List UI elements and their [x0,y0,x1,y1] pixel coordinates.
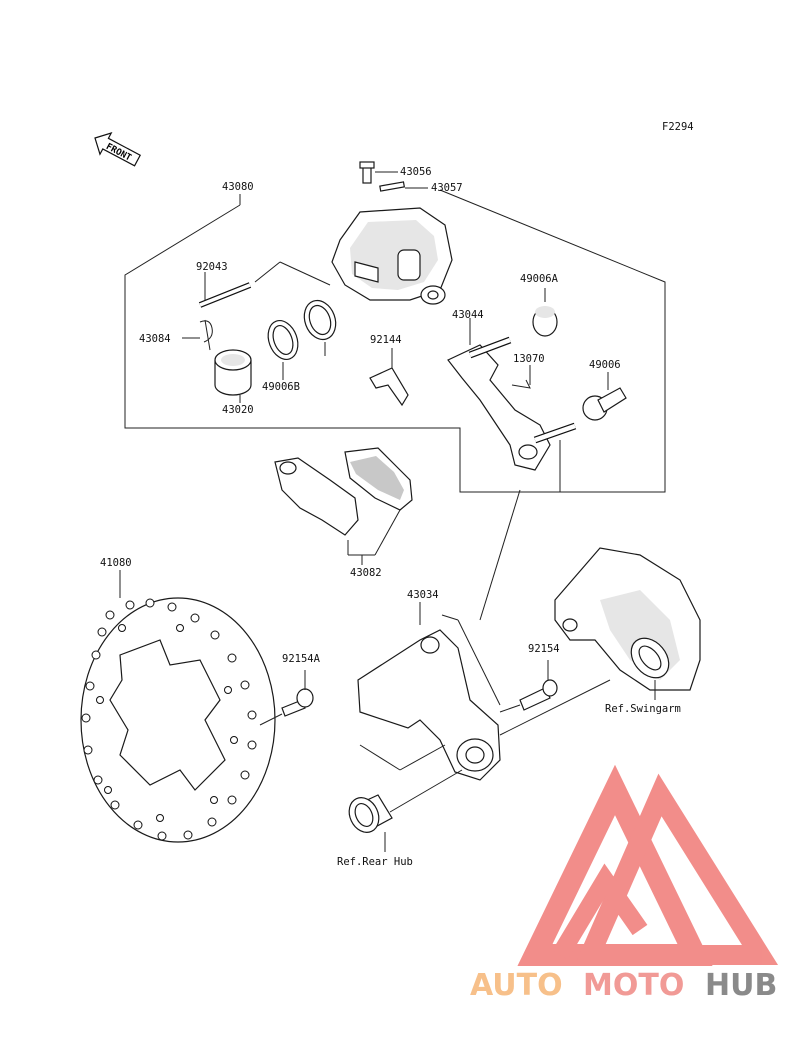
piston-seal-49006B [267,320,299,380]
label-43034: 43034 [407,589,439,601]
label-49006: 49006 [589,359,621,371]
pin-boot-49006A [532,288,558,337]
label-43056: 43056 [400,166,432,178]
label-43057: 43057 [431,182,463,194]
dust-seal-43049 [303,299,337,356]
figure-code: F2294 [662,121,694,133]
pad-pin-92043 [198,261,331,308]
pad-spring-92144 [369,348,409,407]
label-41080: 41080 [100,557,132,569]
piston-43020 [214,349,252,403]
label-49006A: 49006A [520,273,559,285]
rear-hub-collar [348,769,463,852]
ref-rear-hub-label: Ref.Rear Hub [337,856,413,868]
label-43044: 43044 [452,309,484,321]
label-43080: 43080 [222,181,254,193]
caliper-assembly-outline [124,189,666,493]
label-13070: 13070 [513,353,545,365]
bleed-valve-43056 [359,161,398,184]
mount-bolt-92154 [499,660,558,713]
caliper-mount-43034 [357,489,521,781]
front-arrow-icon: FRONT [94,132,142,167]
bracket-clip-13070 [511,365,531,389]
watermark-auto: AUTO [470,968,563,1003]
label-49006B: 49006B [262,381,300,393]
watermark-moto: MOTO [583,968,684,1003]
caliper-bracket-43044 [447,318,577,471]
caliper-body [331,207,453,305]
brake-disc-41080 [80,570,276,843]
ref-swingarm-label: Ref.Swingarm [605,703,681,715]
label-92043: 92043 [196,261,228,273]
swingarm-reference [499,547,701,736]
automotohub-watermark: AUTO MOTO HUB [470,968,777,1003]
watermark-hub: HUB [705,968,777,1003]
disc-bolt-92154A [259,670,314,726]
label-43084: 43084 [139,333,171,345]
bleed-cap-43057 [379,181,428,192]
label-43082: 43082 [350,567,382,579]
pin-clip-43084 [182,319,213,351]
label-92154A: 92154A [282,653,321,665]
pin-boot-49006 [582,372,627,421]
label-92154: 92154 [528,643,560,655]
brake-pads-43082 [274,447,413,565]
label-43020: 43020 [222,404,254,416]
label-92144: 92144 [370,334,402,346]
automotohub-logo-mark [517,764,779,966]
